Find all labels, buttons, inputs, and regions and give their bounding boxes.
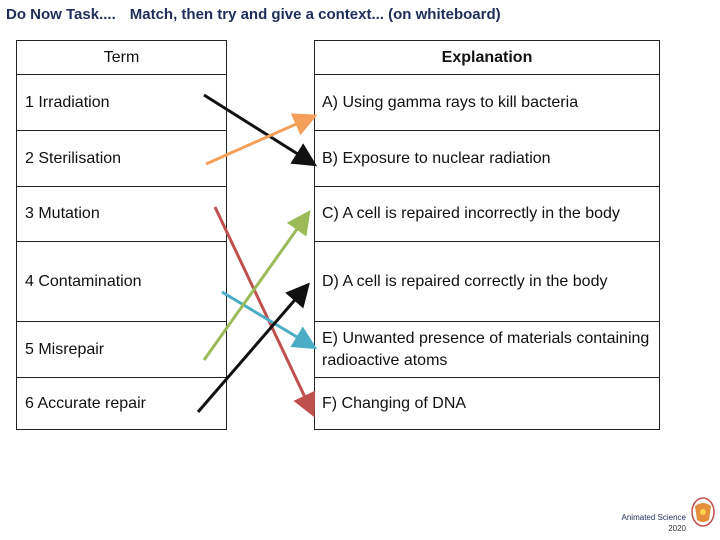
- term-table: Term 1 Irradiation 2 Sterilisation 3 Mut…: [16, 40, 227, 430]
- explanation-cell: B) Exposure to nuclear radiation: [314, 130, 660, 187]
- arrow-4-to-e: [221, 290, 318, 350]
- arrow-6-to-d: [196, 282, 310, 413]
- explanation-cell: F) Changing of DNA: [314, 377, 660, 430]
- logo-line-1: Animated Science: [621, 513, 686, 522]
- term-cell: 4 Contamination: [16, 241, 227, 322]
- animated-science-logo: Animated Science 2020: [600, 492, 718, 538]
- explanation-cell: A) Using gamma rays to kill bacteria: [314, 74, 660, 131]
- explanation-table: Explanation A) Using gamma rays to kill …: [314, 40, 660, 430]
- arrow-1-to-b: [203, 93, 318, 167]
- arrow-3-to-f: [213, 206, 316, 418]
- logo-line-2: 2020: [668, 524, 686, 533]
- term-cell: 6 Accurate repair: [16, 377, 227, 430]
- explanation-header: Explanation: [314, 40, 660, 75]
- atom-logo-icon: [691, 497, 715, 527]
- page-title: Do Now Task.... Match, then try and give …: [6, 6, 501, 23]
- title-sub: Match, then try and give a context... (o…: [129, 6, 501, 23]
- term-cell: 5 Misrepair: [16, 321, 227, 378]
- term-cell: 2 Sterilisation: [16, 130, 227, 187]
- explanation-cell: E) Unwanted presence of materials contai…: [314, 321, 660, 378]
- arrow-2-to-a: [205, 113, 318, 166]
- term-cell: 3 Mutation: [16, 186, 227, 242]
- title-main: Do Now Task....: [6, 6, 116, 23]
- arrow-5-to-c: [202, 210, 311, 361]
